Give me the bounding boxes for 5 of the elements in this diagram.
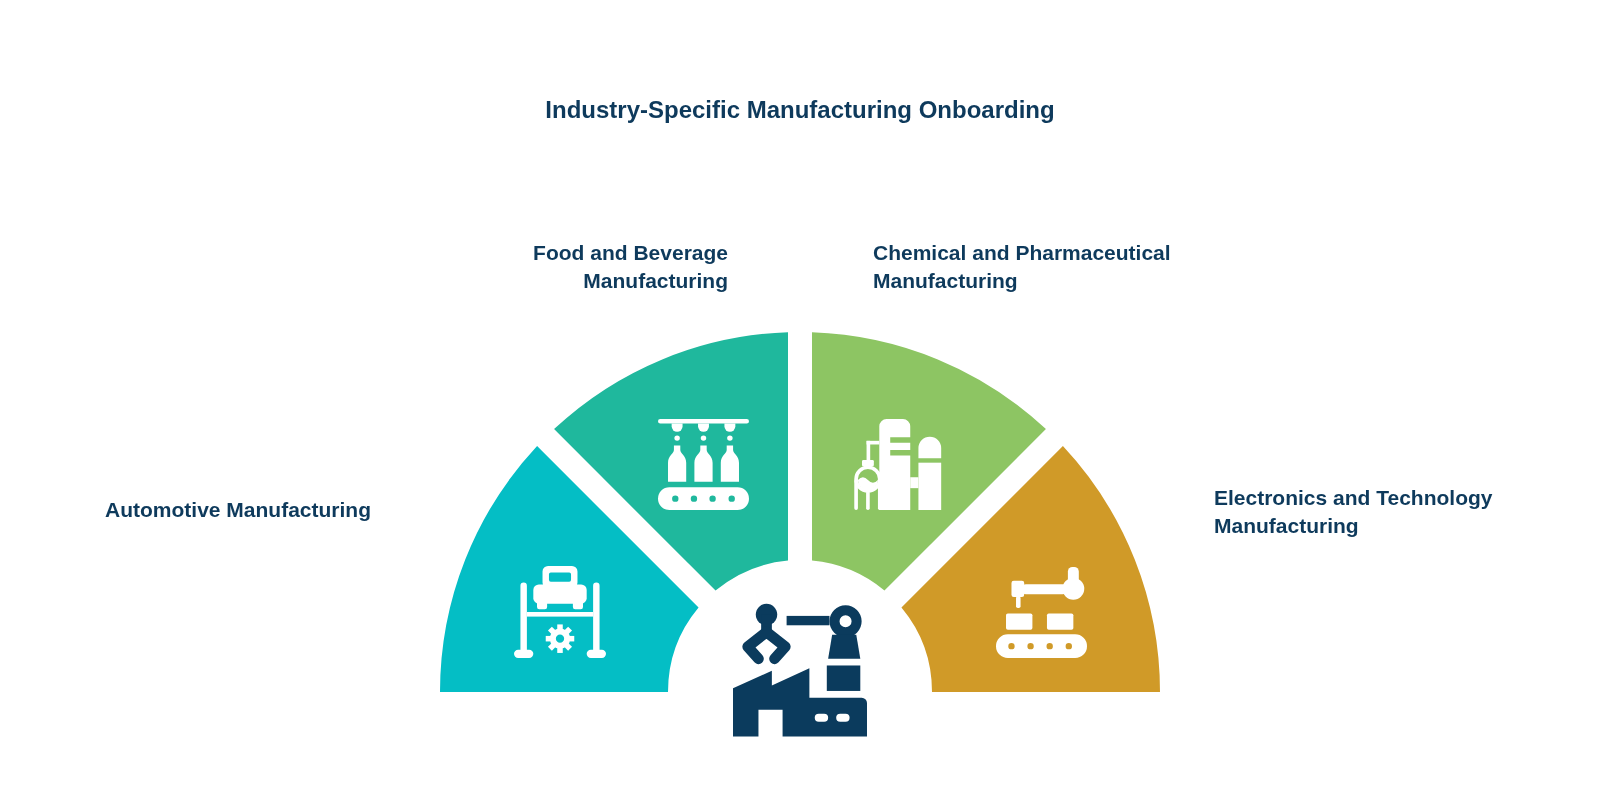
diagram-title: Industry-Specific Manufacturing Onboarding xyxy=(545,95,1055,125)
category-label: Automotive Manufacturing xyxy=(105,497,371,523)
category-label: Chemical and Pharmaceutical Manufacturing xyxy=(873,240,1172,294)
category-label: Electronics and Technology Manufacturing xyxy=(1214,485,1494,539)
category-label: Food and Beverage Manufacturing xyxy=(532,240,728,294)
